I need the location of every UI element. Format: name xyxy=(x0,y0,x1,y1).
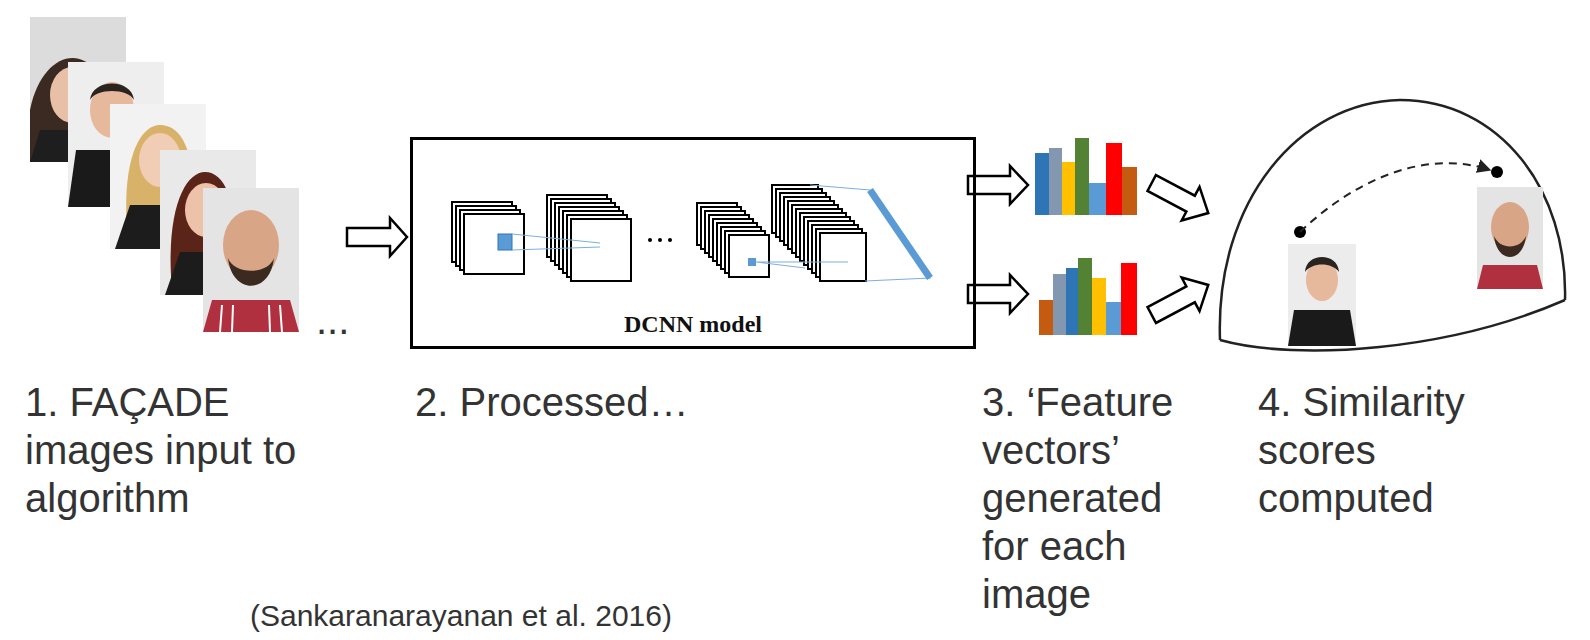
model-label: DCNN model xyxy=(413,311,973,338)
hollow-arrow xyxy=(347,218,407,256)
hemisphere-base xyxy=(1220,300,1565,351)
distance-arc xyxy=(1300,163,1490,232)
hollow-arrow xyxy=(968,275,1028,313)
face-photo xyxy=(1477,187,1543,289)
cnn-layers xyxy=(452,185,866,281)
feature-vector xyxy=(1035,138,1137,215)
hollow-arrow xyxy=(1143,166,1217,230)
cnn-details xyxy=(498,185,930,281)
ellipsis: ... xyxy=(316,296,366,344)
hollow-arrow xyxy=(1143,268,1217,332)
face-photo xyxy=(1288,244,1356,346)
hollow-arrow xyxy=(968,166,1028,204)
step-caption: 3. ‘Feature vectors’ generated for each … xyxy=(982,378,1192,618)
face-photo xyxy=(203,188,299,332)
feature-vector xyxy=(1039,258,1137,335)
step-caption: 2. Processed… xyxy=(415,378,815,426)
step-caption: 1. FAÇADE images input to algorithm xyxy=(25,378,325,522)
step-caption: 4. Similarity scores computed xyxy=(1258,378,1518,522)
hemisphere xyxy=(1220,100,1565,340)
citation: (Sankaranarayanan et al. 2016) xyxy=(250,598,810,634)
embedding-point xyxy=(1491,166,1503,178)
model-box: DCNN model xyxy=(410,137,976,349)
